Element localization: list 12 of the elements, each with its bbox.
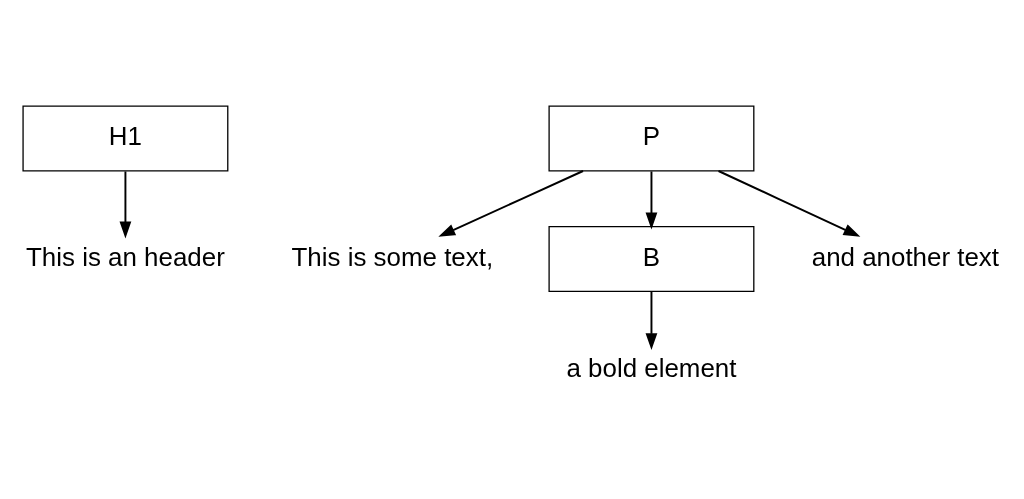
node-text: This is some text, xyxy=(291,242,493,271)
node-text: and another text xyxy=(811,242,999,271)
node-box: B xyxy=(547,225,754,292)
node-text: a bold element xyxy=(565,353,736,382)
arrow xyxy=(645,170,657,229)
node-text: This is an header xyxy=(25,242,225,271)
node-box: P xyxy=(547,105,754,172)
arrow xyxy=(645,290,657,350)
arrow xyxy=(119,170,131,238)
arrow xyxy=(717,169,860,237)
arrow xyxy=(437,169,584,237)
node-box: H1 xyxy=(21,105,228,172)
